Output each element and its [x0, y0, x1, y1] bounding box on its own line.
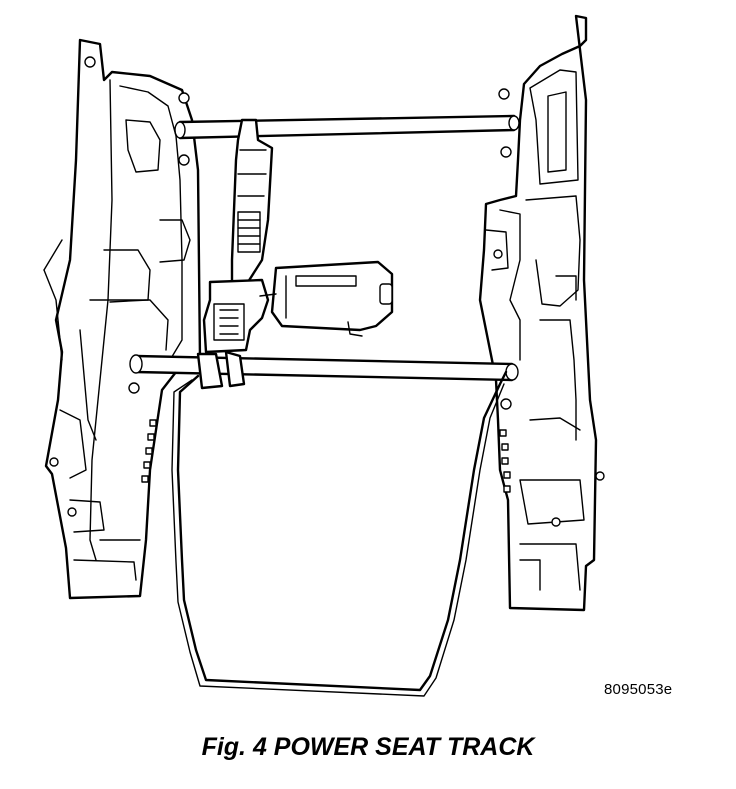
right-seat-track: [478, 14, 605, 612]
rear-torsion-tube: [129, 350, 519, 390]
figure-caption: Fig. 4 POWER SEAT TRACK: [201, 733, 535, 761]
seat-frame-wire-loop: [171, 370, 508, 697]
left-seat-track: [43, 38, 202, 600]
figure-reference-code: 8095053e: [604, 681, 673, 698]
seat-adjuster-transmission: [202, 118, 394, 354]
front-torsion-tube: [174, 114, 520, 140]
